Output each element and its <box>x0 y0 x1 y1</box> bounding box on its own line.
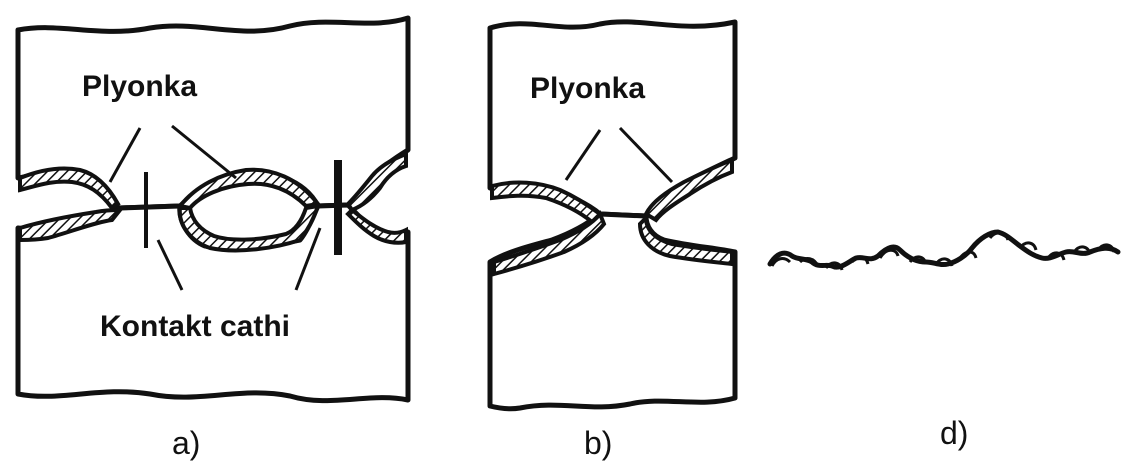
panel-b-film-leader-right <box>618 126 674 184</box>
panel-a-film-left-lower <box>18 207 125 243</box>
panel-a-contact-leader-left <box>156 239 184 291</box>
panel-b-caption: b) <box>584 425 612 461</box>
panel-b-film-right-lower <box>637 213 734 267</box>
panel-d-film-crust <box>770 231 1116 271</box>
panel-a-contact-leader-right <box>294 227 322 291</box>
panel-a-film-cavity-bottom <box>177 203 321 253</box>
panel-a-caption: a) <box>172 425 200 461</box>
panel-d-caption: d) <box>940 415 968 451</box>
panel-b-film-right-upper <box>643 157 734 223</box>
panel-a: Plyonka Kontakt cathi a) <box>15 15 411 461</box>
panel-b-lower-body <box>487 211 738 412</box>
panel-a-film-right-lower <box>345 207 408 245</box>
panel-d-rough-surface <box>767 229 1121 270</box>
panel-b-film-label: Plyonka <box>530 72 645 105</box>
panel-a-film-right-upper <box>345 151 408 213</box>
panel-d: d) <box>767 229 1121 451</box>
panel-a-contact-label: Kontakt cathi <box>100 310 290 343</box>
panel-a-film-label: Plyonka <box>82 70 197 103</box>
panel-b: Plyonka b) <box>487 19 738 461</box>
panel-b-film-leader-left <box>564 129 602 181</box>
panel-a-film-leader-right <box>171 124 237 180</box>
panel-a-film-left-upper <box>18 166 121 211</box>
panel-a-film-leader-left <box>108 127 142 183</box>
panel-b-film-left-lower <box>492 210 607 277</box>
